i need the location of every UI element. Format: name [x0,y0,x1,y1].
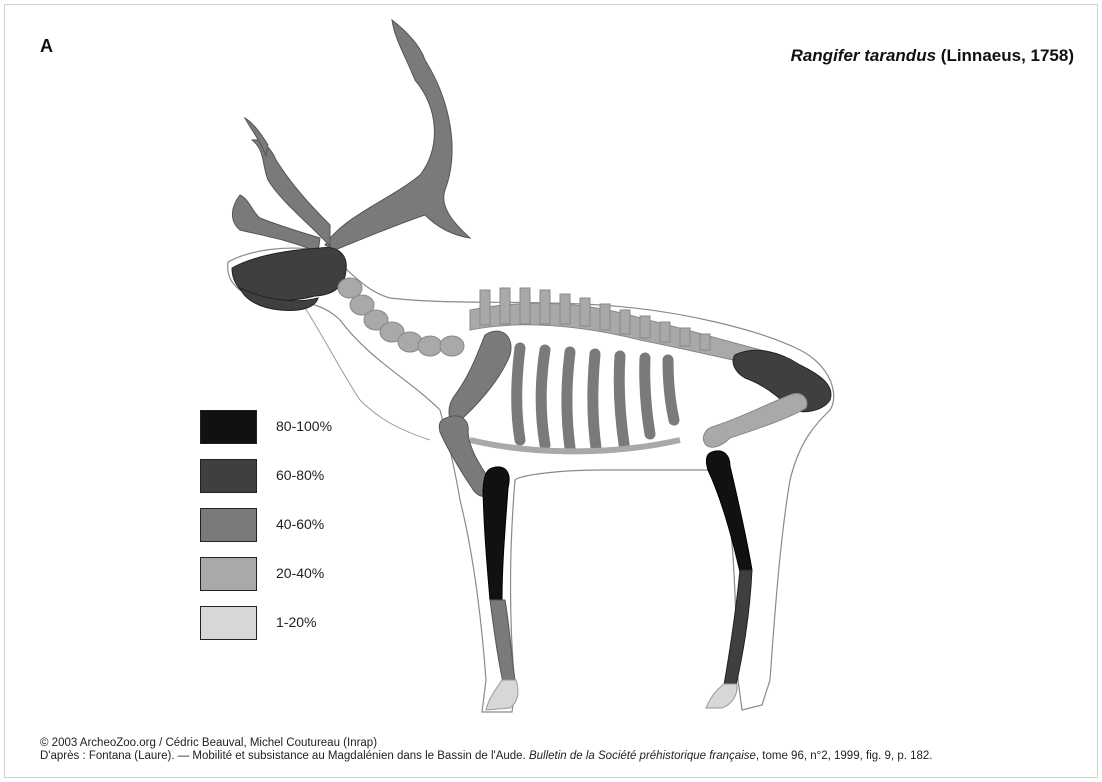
brow-tine-tip [245,118,268,156]
legend-swatch [200,606,257,640]
radius-ulna [483,467,509,600]
legend-label: 60-80% [276,467,324,483]
main-antler-beam [325,20,470,250]
credit-journal: Bulletin de la Société préhistorique fra… [529,750,756,762]
credit-source: D'après : Fontana (Laure). — Mobilité et… [40,750,529,762]
hind-phalanges [706,684,737,708]
legend-item: 20-40% [200,557,400,606]
hind-metatarsal [724,570,752,685]
legend-label: 80-100% [276,418,332,434]
legend-swatch [200,410,257,444]
credit-text: © 2003 ArcheoZoo.org / Cédric Beauval, M… [40,737,932,763]
credit-line-1: © 2003 ArcheoZoo.org / Cédric Beauval, M… [40,737,932,750]
ribs [517,348,674,448]
legend-label: 40-60% [276,516,324,532]
femur [703,393,806,447]
legend-item: 60-80% [200,459,400,508]
fore-phalanges [486,680,518,710]
legend-swatch [200,459,257,493]
credit-reference: , tome 96, n°2, 1999, fig. 9, p. 182. [756,750,933,762]
legend-label: 1-20% [276,614,316,630]
legend: 80-100% 60-80% 40-60% 20-40% 1-20% [200,410,400,655]
legend-label: 20-40% [276,565,324,581]
credit-line-2: D'après : Fontana (Laure). — Mobilité et… [40,750,932,763]
legend-swatch [200,508,257,542]
cervical-vertebrae [338,278,464,356]
legend-swatch [200,557,257,591]
legend-item: 1-20% [200,606,400,655]
legend-item: 80-100% [200,410,400,459]
tibia [706,451,752,572]
legend-item: 40-60% [200,508,400,557]
antlers [232,20,470,252]
